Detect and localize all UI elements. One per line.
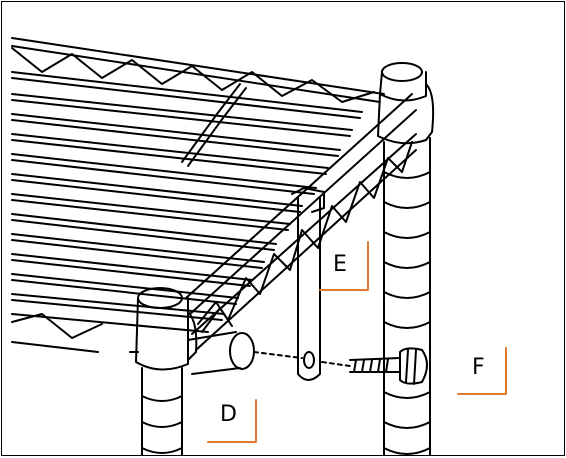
callout-label-f: F — [472, 355, 485, 380]
callout-label-d: D — [220, 402, 237, 427]
left-post — [141, 367, 183, 455]
right-post — [383, 137, 431, 455]
shelf-side-frame — [185, 93, 417, 351]
callout-label-e: E — [333, 252, 347, 277]
wire-shelf-deck — [11, 37, 385, 353]
back-corner-sleeve — [377, 62, 435, 145]
thumb-screw — [349, 347, 428, 385]
horizontal-tube — [187, 331, 255, 375]
callout-bracket-d — [207, 399, 257, 443]
callout-bracket-e — [319, 241, 369, 291]
callout-bracket-f — [457, 347, 507, 395]
front-corner-sleeve — [129, 287, 198, 371]
hanging-bracket — [291, 187, 325, 381]
alignment-guide — [253, 351, 351, 367]
